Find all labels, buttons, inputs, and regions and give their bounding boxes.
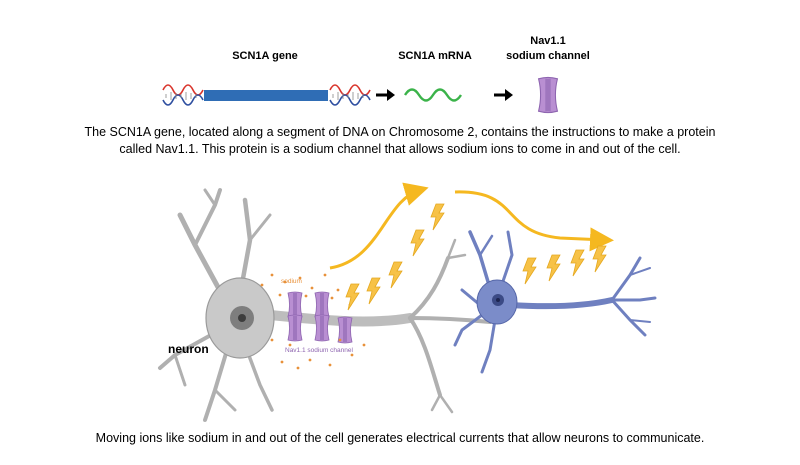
sodium-channel-icon xyxy=(537,76,559,114)
lightning-icon xyxy=(522,257,537,285)
channel-label-line1: Nav1.1 xyxy=(530,35,566,47)
channel-label: Nav1.1 sodium channel xyxy=(285,347,353,354)
sodium-label: sodium xyxy=(281,278,302,285)
axon-channel-icon xyxy=(287,314,303,342)
scn1a-gene-bar xyxy=(204,90,328,101)
lightning-bolts xyxy=(345,203,607,311)
axon-channel-icon xyxy=(314,314,330,342)
lightning-icon xyxy=(410,229,425,257)
top-caption-line2: called Nav1.1. This protein is a sodium … xyxy=(119,142,681,156)
gene-label: SCN1A gene xyxy=(232,50,298,62)
axon-channels xyxy=(287,291,353,344)
lightning-icon xyxy=(570,249,585,277)
axon-channel-icon xyxy=(314,291,330,319)
lightning-icon xyxy=(592,245,607,273)
bottom-caption: Moving ions like sodium in and out of th… xyxy=(95,431,705,445)
mrna-wave-icon xyxy=(403,88,463,102)
lightning-icon xyxy=(366,277,381,305)
arrow-right-icon-2 xyxy=(494,89,513,101)
top-caption-line1: The SCN1A gene, located along a segment … xyxy=(84,125,716,139)
signal-arrow-icon-2 xyxy=(454,190,614,252)
neuron-label: neuron xyxy=(168,342,209,356)
lightning-icon xyxy=(546,254,561,282)
dna-left-icon xyxy=(162,84,204,106)
dna-right-icon xyxy=(329,84,371,106)
arrow-right-icon xyxy=(376,89,395,101)
channel-label-line2: sodium channel xyxy=(506,50,590,62)
lightning-icon xyxy=(388,261,403,289)
mrna-label: SCN1A mRNA xyxy=(398,50,472,62)
blue-neuron-nucleolus xyxy=(496,298,500,302)
lightning-icon xyxy=(345,283,360,311)
lightning-icon xyxy=(430,203,445,231)
sodium-dots xyxy=(260,273,366,370)
gray-neuron-nucleolus xyxy=(238,314,246,322)
signal-arrow-icon xyxy=(329,182,429,270)
axon-channel-icon xyxy=(287,291,303,319)
